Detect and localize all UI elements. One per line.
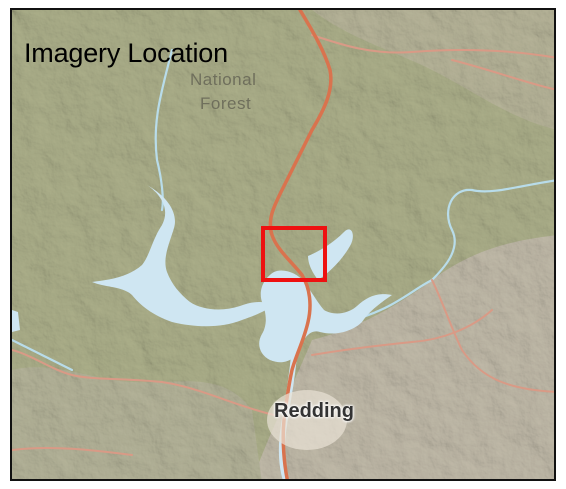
national-forest-label-line2: Forest [200,94,252,113]
imagery-extent-box[interactable] [261,226,327,282]
streams [12,48,554,372]
national-forest-label-line1: National [190,70,257,89]
urban-area [267,390,347,450]
lake-northeast-arm [308,229,353,280]
map-title: Imagery Location [24,38,228,68]
interstate-5 [268,10,333,479]
city-label-redding: Redding [274,400,354,422]
basemap [12,10,554,479]
lake-west-arm [92,185,274,327]
lake-main-body [259,270,392,363]
map-frame[interactable]: Imagery Location National Forest Redding [10,8,556,481]
roads [12,34,554,456]
lake-west-edge [12,310,20,332]
